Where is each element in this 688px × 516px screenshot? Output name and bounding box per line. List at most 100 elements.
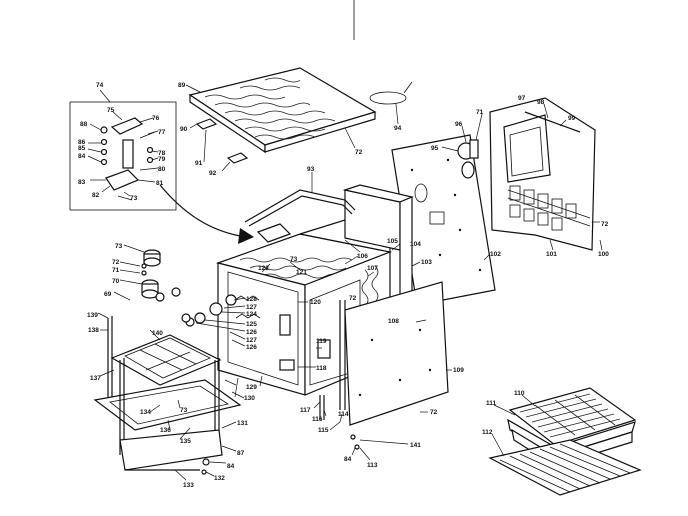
label-132: 132: [214, 475, 225, 482]
label-141: 141: [410, 442, 421, 449]
label-72-top: 72: [355, 149, 363, 156]
label-113: 113: [367, 462, 378, 469]
door-frame: [93, 358, 245, 481]
label-111: 111: [486, 400, 497, 407]
label-131: 131: [237, 420, 248, 427]
label-114: 114: [338, 411, 349, 418]
label-122: 122: [258, 265, 269, 272]
label-115: 115: [318, 427, 329, 434]
label-121: 121: [296, 269, 307, 276]
label-75: 75: [107, 107, 115, 114]
fan-motor: [441, 113, 483, 179]
label-78: 78: [158, 150, 166, 157]
label-126b: 126: [246, 344, 257, 351]
label-71-top: 71: [476, 109, 484, 116]
label-99: 99: [568, 115, 576, 122]
label-98: 98: [537, 99, 545, 106]
label-95: 95: [431, 145, 439, 152]
label-140: 140: [152, 330, 163, 337]
label-101: 101: [546, 251, 557, 258]
label-130: 130: [244, 395, 255, 402]
label-93: 93: [307, 166, 315, 173]
label-71-left: 71: [112, 267, 120, 274]
top-panel: [185, 67, 377, 172]
label-139: 139: [87, 312, 98, 319]
label-84-bottom: 84: [344, 456, 352, 463]
label-127: 127: [246, 304, 257, 311]
callout-labels: 74 75 76 77 78 79 80 81 82 83 84 85 86 8…: [78, 82, 609, 489]
label-97: 97: [518, 95, 526, 102]
label-103: 103: [421, 259, 432, 266]
label-137: 137: [90, 375, 101, 382]
label-90: 90: [180, 126, 188, 133]
broiler-pan: [488, 387, 642, 496]
label-126: 126: [246, 329, 257, 336]
label-89: 89: [178, 82, 186, 89]
label-72-left: 72: [112, 259, 120, 266]
label-133: 133: [183, 482, 194, 489]
label-119: 119: [316, 338, 327, 345]
label-108: 108: [388, 318, 399, 325]
label-127b: 127: [246, 337, 257, 344]
label-105: 105: [387, 238, 398, 245]
label-110: 110: [514, 390, 525, 397]
label-92: 92: [209, 170, 217, 177]
left-parts: [97, 244, 222, 405]
label-96: 96: [455, 121, 463, 128]
label-138: 138: [88, 327, 99, 334]
label-106: 106: [357, 253, 368, 260]
bottom-rails: [313, 395, 409, 461]
label-69: 69: [104, 291, 112, 298]
label-74: 74: [96, 82, 104, 89]
label-117: 117: [300, 407, 311, 414]
latch-inset: [69, 89, 177, 211]
oven-cavity: [185, 172, 421, 410]
label-73-door: 73: [180, 407, 188, 414]
label-88: 88: [80, 121, 88, 128]
label-77: 77: [158, 129, 166, 136]
label-73-cavity: 73: [290, 256, 298, 263]
label-100: 100: [598, 251, 609, 258]
label-104: 104: [410, 241, 421, 248]
label-134: 134: [140, 409, 151, 416]
rear-cover: [489, 97, 603, 251]
label-70: 70: [112, 278, 120, 285]
label-82: 82: [92, 192, 100, 199]
label-85: 85: [78, 145, 86, 152]
label-91: 91: [195, 160, 203, 167]
label-79: 79: [158, 156, 166, 163]
label-116: 116: [312, 416, 323, 423]
label-135: 135: [180, 438, 191, 445]
label-76: 76: [152, 115, 160, 122]
label-118: 118: [316, 365, 327, 372]
label-102: 102: [490, 251, 501, 258]
label-81: 81: [156, 180, 164, 187]
label-84-door: 84: [227, 463, 235, 470]
detail-arrow: [159, 184, 241, 237]
label-83: 83: [78, 179, 86, 186]
label-124: 124: [246, 311, 257, 318]
label-72-side: 72: [430, 409, 438, 416]
label-73-knob: 73: [115, 243, 123, 250]
label-84-inset: 84: [78, 153, 86, 160]
label-120: 120: [310, 299, 321, 306]
label-80: 80: [158, 166, 166, 173]
label-107: 107: [367, 265, 378, 272]
label-129: 129: [246, 384, 257, 391]
label-72-right: 72: [601, 221, 609, 228]
label-136: 136: [160, 427, 171, 434]
detail-arrow-head: [238, 228, 254, 244]
wire-loop: [369, 81, 413, 125]
side-panel: [344, 281, 452, 426]
label-73-inset: 73: [130, 195, 138, 202]
label-72-cavity: 72: [349, 295, 357, 302]
label-125: 125: [246, 321, 257, 328]
label-112: 112: [482, 429, 493, 436]
label-128: 128: [246, 296, 257, 303]
label-94: 94: [394, 125, 402, 132]
label-86: 86: [78, 139, 86, 146]
label-87: 87: [237, 450, 245, 457]
label-109: 109: [453, 367, 464, 374]
